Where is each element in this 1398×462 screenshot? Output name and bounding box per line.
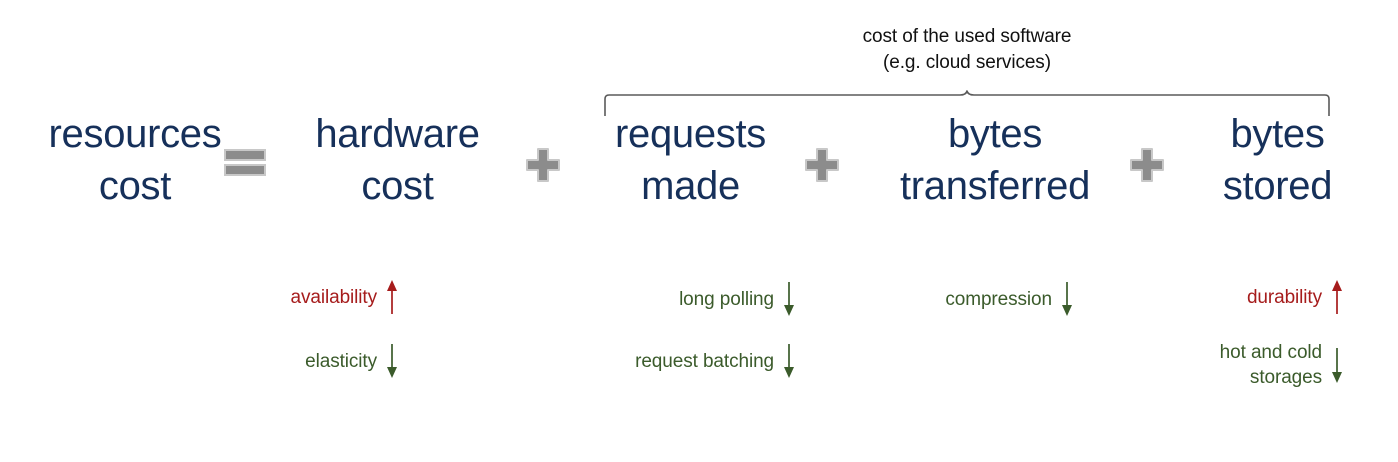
software-cost-brace [604, 90, 1330, 116]
term-requests-made: requests made [578, 108, 803, 212]
annotation-label: elasticity [305, 350, 377, 372]
equals-operator-icon [224, 148, 266, 178]
group-label-line-2: (e.g. cloud services) [883, 52, 1051, 73]
formula-row: resources cost hardware cost requests ma… [0, 108, 1398, 214]
term-line-1: bytes [1230, 112, 1325, 156]
arrow-up-icon [1331, 280, 1343, 314]
annotations-group: availability elasticity lo [0, 262, 1398, 422]
group-label: cost of the used software (e.g. cloud se… [604, 24, 1330, 76]
plus-operator-icon-2 [805, 148, 839, 182]
annotation-long-polling: long polling [679, 282, 795, 316]
annotation-request-batching: request batching [635, 344, 795, 378]
term-line-2: made [641, 164, 740, 208]
annotation-label: hot and cold storages [1219, 342, 1322, 388]
annotation-label: availability [290, 286, 378, 308]
term-line-2: stored [1222, 164, 1333, 208]
arrow-down-icon [783, 344, 795, 378]
group-label-line-1: cost of the used software [862, 26, 1072, 47]
term-line-2: cost [98, 164, 172, 208]
arrow-down-icon [386, 344, 398, 378]
term-line-1: requests [614, 112, 767, 156]
arrow-up-icon [386, 280, 398, 314]
arrow-down-icon [1331, 346, 1343, 384]
term-bytes-stored: bytes stored [1165, 108, 1390, 212]
term-line-2: transferred [899, 164, 1091, 208]
term-line-1: resources [48, 112, 222, 156]
annotation-label: long polling [679, 288, 774, 310]
annotation-elasticity: elasticity [305, 344, 398, 378]
term-hardware-cost: hardware cost [285, 108, 510, 212]
term-line-1: hardware [315, 112, 480, 156]
term-line-1: bytes [947, 112, 1043, 156]
annotation-availability: availability [291, 280, 398, 314]
annotation-hot-and-cold-storages: hot and cold storages [1220, 340, 1343, 390]
term-bytes-transferred: bytes transferred [855, 108, 1135, 212]
annotation-label: request batching [635, 350, 774, 372]
arrow-down-icon [783, 282, 795, 316]
term-line-2: cost [361, 164, 434, 208]
annotation-label: durability [1246, 286, 1322, 308]
annotation-durability: durability [1247, 280, 1343, 314]
term-resources-cost: resources cost [0, 108, 270, 212]
plus-operator-icon-1 [526, 148, 560, 182]
arrow-down-icon [1061, 282, 1073, 316]
plus-operator-icon-3 [1130, 148, 1164, 182]
annotation-compression: compression [945, 282, 1073, 316]
annotation-label: compression [945, 288, 1052, 310]
